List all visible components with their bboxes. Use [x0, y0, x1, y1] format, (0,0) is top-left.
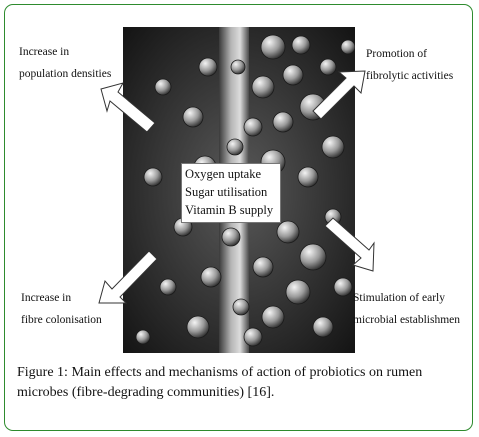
yeast-cell	[291, 35, 311, 55]
label-microbial-establishment: Stimulation of early microbial establish…	[353, 292, 460, 326]
caption-text: Main effects and mechanisms of action of…	[17, 365, 423, 400]
arrow-bottom-left	[98, 250, 158, 304]
yeast-cell	[299, 243, 327, 271]
yeast-cell	[321, 135, 345, 159]
yeast-cell	[154, 78, 172, 96]
label-fibrolytic-activities: Promotion of fibrolytic activities	[366, 48, 454, 82]
yeast-cell	[312, 316, 334, 338]
yeast-cell	[285, 279, 311, 305]
yeast-cell	[230, 59, 246, 75]
label-population-densities: Increase in population densities	[19, 46, 112, 80]
yeast-cell	[319, 58, 337, 76]
mechanisms-box: Oxygen uptake Sugar utilisation Vitamin …	[181, 163, 281, 223]
yeast-cell	[186, 315, 210, 339]
yeast-cell	[232, 298, 250, 316]
label-fibre-colonisation: Increase in fibre colonisation	[21, 292, 102, 326]
yeast-cell	[333, 277, 353, 297]
yeast-cell	[260, 34, 286, 60]
arrow-top-left	[100, 82, 156, 133]
figure-caption: Figure 1: Main effects and mechanisms of…	[17, 363, 467, 403]
caption-label: Figure 1:	[17, 365, 68, 380]
arrows-layer	[98, 70, 375, 304]
mechanism-sugar: Sugar utilisation	[185, 185, 268, 199]
yeast-cell	[159, 278, 177, 296]
yeast-cell	[340, 39, 355, 55]
figure-diagram: Increase in population densities Promoti…	[5, 5, 472, 355]
yeast-cell	[226, 138, 244, 156]
arrow-top-right	[312, 70, 366, 120]
yeast-cell	[243, 327, 263, 347]
yeast-cell	[276, 220, 300, 244]
mechanism-oxygen: Oxygen uptake	[185, 167, 262, 181]
yeast-cell	[272, 111, 294, 133]
yeast-cell	[297, 166, 319, 188]
yeast-cell	[135, 329, 151, 345]
yeast-cell	[221, 227, 241, 247]
figure-frame: Increase in population densities Promoti…	[4, 4, 473, 431]
yeast-cell	[182, 106, 204, 128]
yeast-cells	[135, 34, 355, 347]
yeast-cell	[282, 64, 304, 86]
yeast-cell	[243, 117, 263, 137]
yeast-cell	[143, 167, 163, 187]
yeast-cell	[252, 256, 274, 278]
arrow-bottom-right	[324, 217, 375, 272]
yeast-cell	[261, 305, 285, 329]
yeast-cell	[198, 57, 218, 77]
yeast-cell	[200, 266, 222, 288]
mechanism-vitamin: Vitamin B supply	[185, 203, 274, 217]
yeast-cell	[251, 75, 275, 99]
